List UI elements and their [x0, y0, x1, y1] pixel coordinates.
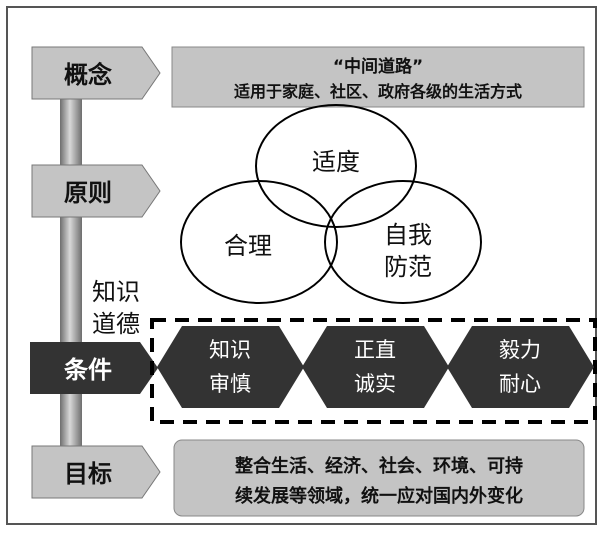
concept-box-line2: 适用于家庭、社区、政府各级的生活方式 — [234, 82, 522, 101]
goal-box-line2: 续发展等领域，统一应对国内外变化 — [235, 485, 523, 507]
tag-principle-label: 原则 — [64, 179, 112, 207]
hexagon-3-line1: 毅力 — [499, 338, 541, 362]
hexagon-3-line2: 耐心 — [499, 372, 541, 396]
vertical-pole — [60, 82, 82, 457]
diagram-frame: 概念 原则 条件 目标 “中间道路” 适用于家庭、社区、政府各级的生活方式 适度… — [6, 6, 597, 525]
tag-concept-label: 概念 — [64, 61, 112, 89]
tag-concept: 概念 — [31, 46, 161, 100]
hexagon-1-line2: 审慎 — [209, 372, 251, 396]
circle-reasonable — [180, 180, 338, 304]
concept-box-line1: “中间道路” — [333, 56, 423, 77]
hexagon-integrity-honesty — [302, 326, 449, 408]
circle-self-immunity-line1: 自我 — [384, 221, 432, 249]
goal-box: 整合生活、经济、社会、环境、可持 续发展等领域，统一应对国内外变化 — [173, 439, 585, 517]
hexagon-perseverance-patience — [447, 326, 594, 408]
tag-principle: 原则 — [31, 164, 161, 218]
tag-goal-label: 目标 — [64, 460, 112, 488]
condition-hexagons: 知识 审慎 正直 诚实 毅力 耐心 — [157, 326, 594, 408]
circle-reasonable-label: 合理 — [224, 232, 272, 260]
circle-self-immunity — [324, 180, 482, 304]
hexagon-2-line1: 正直 — [354, 338, 396, 362]
knowledge-label: 知识 — [92, 278, 140, 306]
circle-self-immunity-line2: 防范 — [384, 253, 432, 281]
principle-circles: 适度 合理 自我 防范 — [180, 104, 482, 304]
sufficiency-diagram: 概念 原则 条件 目标 “中间道路” 适用于家庭、社区、政府各级的生活方式 适度… — [30, 46, 597, 517]
circle-moderation — [255, 104, 417, 228]
hexagon-1-line1: 知识 — [209, 338, 251, 362]
conditions-dashed-box — [150, 318, 597, 424]
tag-condition-label: 条件 — [64, 356, 112, 384]
morality-label: 道德 — [92, 310, 140, 338]
hexagon-knowledge-prudence — [157, 326, 304, 408]
tag-condition: 条件 — [30, 342, 158, 394]
goal-box-line1: 整合生活、经济、社会、环境、可持 — [234, 455, 523, 477]
tag-goal: 目标 — [31, 445, 161, 499]
concept-box: “中间道路” 适用于家庭、社区、政府各级的生活方式 — [171, 46, 585, 108]
hexagon-2-line2: 诚实 — [354, 372, 396, 396]
circle-moderation-label: 适度 — [312, 148, 360, 176]
